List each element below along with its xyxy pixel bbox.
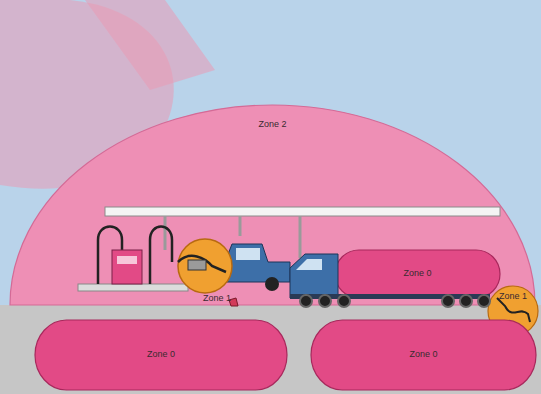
ground — [0, 305, 541, 394]
pump — [112, 250, 142, 284]
zone-label: Zone 1 — [499, 292, 527, 302]
pump-display — [117, 256, 137, 264]
canopy — [105, 207, 500, 216]
fuel-filler — [188, 260, 206, 270]
zone-label: Zone 0 — [147, 350, 175, 360]
delivery-hose — [497, 298, 530, 322]
car-window — [236, 248, 260, 260]
pump-hose — [150, 227, 172, 285]
underground-tank-shape — [35, 320, 287, 390]
car-body — [190, 244, 290, 282]
truck-cab — [290, 254, 338, 298]
zone-1-circle — [178, 239, 232, 293]
zone-2-region: Zone 2 Zone 0 — [10, 105, 535, 305]
filling-nozzle — [178, 256, 226, 272]
car-wheel — [198, 277, 212, 291]
tanker-tank-shape — [335, 250, 500, 298]
pump-hose — [98, 227, 122, 285]
truck-window — [296, 259, 322, 270]
zone-label: Zone 0 — [403, 269, 431, 279]
watermark-shape — [85, 0, 215, 90]
underground-tank-shape — [311, 320, 536, 390]
truck-wheels — [300, 295, 490, 307]
zone-label: Zone 1 — [203, 294, 231, 304]
underground-tank: Zone 0 — [311, 320, 536, 390]
zone-label: Zone 0 — [409, 350, 437, 360]
canopy-posts — [165, 216, 300, 258]
car-wheel — [265, 277, 279, 291]
tanker-tank: Zone 0 — [335, 250, 500, 298]
zone-2-region-shape — [10, 105, 535, 305]
pump-island — [78, 284, 188, 291]
zone-label: Zone 2 — [258, 120, 286, 130]
underground-tank: Zone 0 — [35, 320, 287, 390]
truck-chassis — [290, 294, 490, 299]
